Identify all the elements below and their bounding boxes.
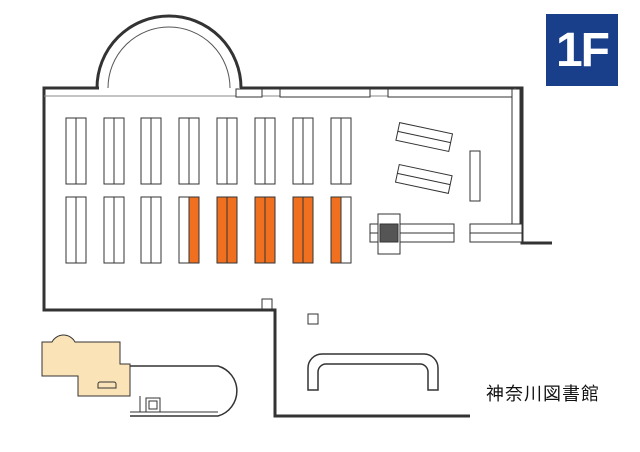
wall-shelf [235,88,263,98]
dome-inner [107,26,231,89]
upper-shelf-row [65,117,352,185]
pillar [261,298,273,310]
narrow-shelf [469,150,481,202]
shelf-highlight [330,196,342,264]
annex-stair-icon [97,381,117,389]
annex-area [41,334,131,397]
building-name: 神奈川図書館 [486,384,600,405]
lower-shelf-row [65,196,352,264]
dark-block [379,223,399,243]
dome-wall [95,14,243,89]
outer-wall-top-right [240,86,552,245]
floor-badge: 1F [546,14,618,86]
corridor-booth-inner [148,400,158,410]
table-divider [397,130,451,144]
corridor [130,365,238,417]
reading-table [394,163,453,194]
wall-shelf-right [511,88,521,240]
outer-wall [42,86,470,418]
wall-shelf [387,88,513,98]
pillar [307,313,319,325]
u-shaped-bench [307,353,439,391]
wall-shelf [279,88,371,98]
shelf-highlight [188,196,200,264]
reading-table [395,122,454,153]
table-divider [397,172,451,186]
